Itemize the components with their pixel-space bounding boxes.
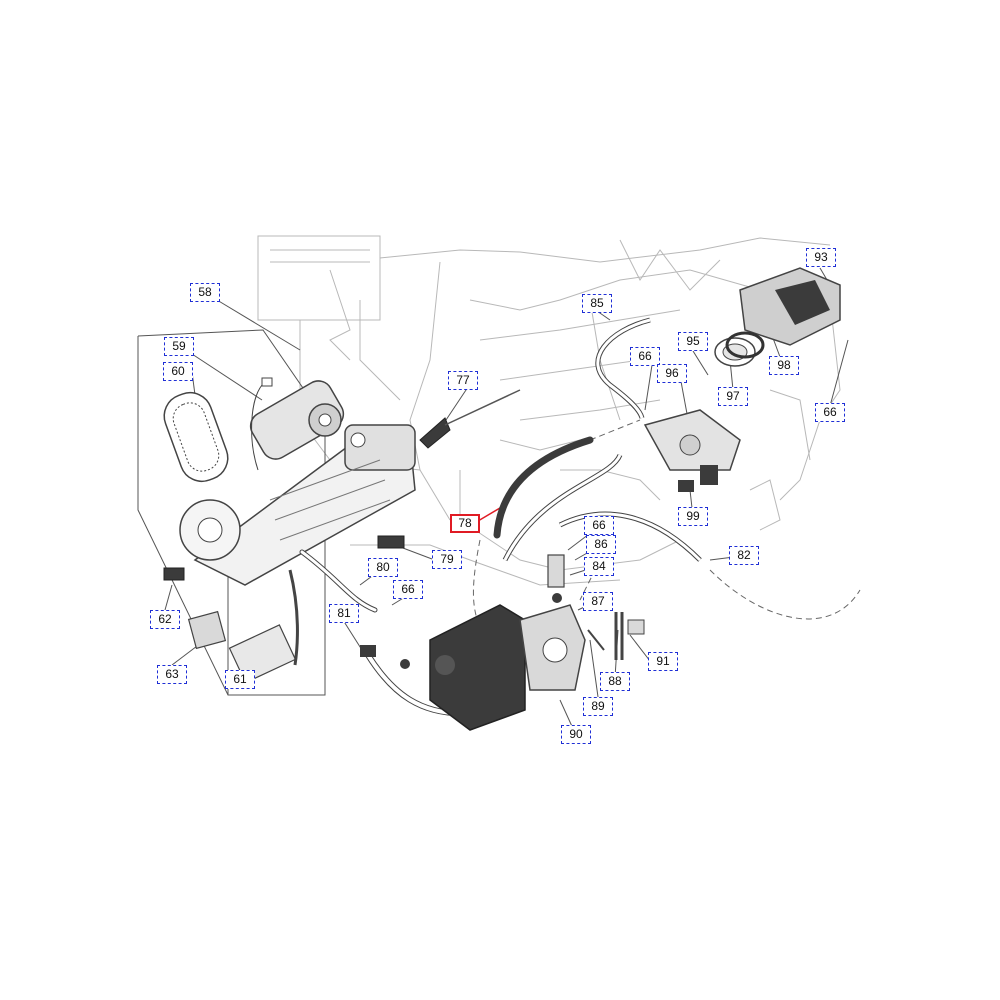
part-61-circuit-board: [228, 569, 299, 684]
callout-77[interactable]: 77: [448, 371, 478, 390]
part-80-pipe: [299, 549, 378, 613]
part-85-hose: [595, 317, 651, 419]
part-82-tube: [502, 453, 702, 562]
callout-93[interactable]: 93: [806, 248, 836, 267]
callout-81[interactable]: 81: [329, 604, 359, 623]
callout-82[interactable]: 82: [729, 546, 759, 565]
callout-87[interactable]: 87: [583, 592, 613, 611]
callout-96[interactable]: 96: [657, 364, 687, 383]
callout-85[interactable]: 85: [582, 294, 612, 313]
callout-89[interactable]: 89: [583, 697, 613, 716]
part-58-drive-assembly: [179, 424, 416, 586]
callout-66[interactable]: 66: [584, 516, 614, 535]
callout-78-selected[interactable]: 78: [450, 514, 480, 533]
part-96-valve: [643, 409, 741, 485]
part-79-connector: [377, 535, 405, 549]
callout-61[interactable]: 61: [225, 670, 255, 689]
callout-58[interactable]: 58: [190, 283, 220, 302]
part-84-fitting: [547, 554, 565, 588]
callout-60[interactable]: 60: [163, 362, 193, 381]
callout-84[interactable]: 84: [584, 557, 614, 576]
part-60-belt: [163, 391, 229, 483]
part-99-clip: [678, 480, 694, 492]
part-89-sensor: [587, 629, 605, 651]
part-62-connector: [163, 567, 185, 581]
part-98-ring: [725, 331, 765, 359]
callout-91[interactable]: 91: [648, 652, 678, 671]
part-90-boiler: [429, 604, 586, 731]
callout-63[interactable]: 63: [157, 665, 187, 684]
callout-66[interactable]: 66: [630, 347, 660, 366]
callout-99[interactable]: 99: [678, 507, 708, 526]
callout-95[interactable]: 95: [678, 332, 708, 351]
callout-66[interactable]: 66: [393, 580, 423, 599]
callout-86[interactable]: 86: [586, 535, 616, 554]
callout-98[interactable]: 98: [769, 356, 799, 375]
part-63-switch: [187, 610, 227, 650]
callout-62[interactable]: 62: [150, 610, 180, 629]
part-59-motor: [249, 377, 345, 471]
callout-59[interactable]: 59: [164, 337, 194, 356]
part-93-pump-assembly: [739, 267, 841, 346]
part-91-thermostat: [627, 619, 645, 635]
callout-88[interactable]: 88: [600, 672, 630, 691]
part-97-ring: [714, 337, 756, 367]
callout-66[interactable]: 66: [815, 403, 845, 422]
callout-90[interactable]: 90: [561, 725, 591, 744]
part-87-seal: [552, 593, 562, 603]
callout-80[interactable]: 80: [368, 558, 398, 577]
part-88-rods: [614, 612, 624, 660]
callout-79[interactable]: 79: [432, 550, 462, 569]
callout-97[interactable]: 97: [718, 387, 748, 406]
part-77-clip: [419, 389, 521, 449]
part-78-hose: [493, 436, 594, 539]
